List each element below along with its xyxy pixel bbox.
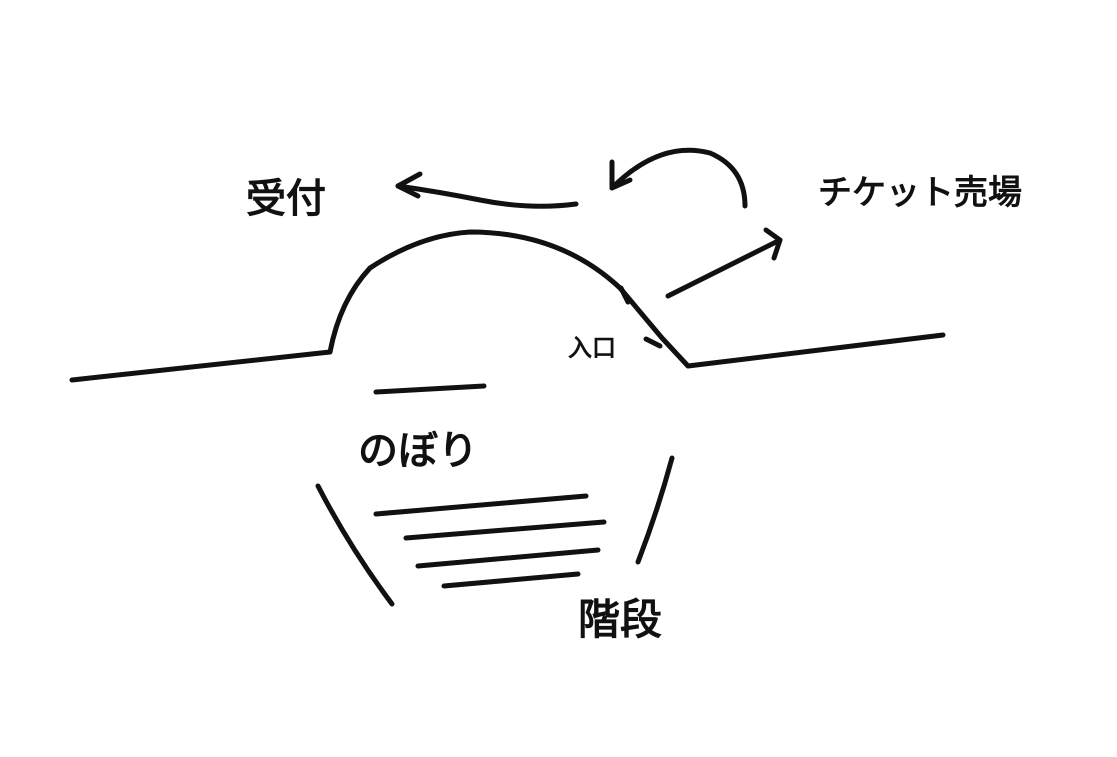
entrance-marker-top <box>618 285 631 305</box>
building-outline <box>69 229 946 383</box>
reception-label: 受付 <box>246 176 326 222</box>
stair-step <box>415 547 601 569</box>
stairs-right-edge <box>635 455 675 565</box>
stair-step <box>441 571 581 589</box>
entrance-marker-bottom <box>643 336 663 349</box>
banner-label: のぼり <box>358 428 478 474</box>
arrow-to-reception <box>395 183 579 209</box>
ticket-booth-label: チケット売場 <box>818 173 1022 213</box>
arrow-to-reception-head <box>395 171 423 199</box>
entrance-label: 入口 <box>568 334 616 362</box>
stair-step <box>403 519 607 541</box>
stair-step <box>373 493 589 517</box>
stairs-label: 階段 <box>578 595 662 644</box>
stairs-left-edge <box>315 483 395 607</box>
banner-line <box>373 383 487 395</box>
arrow-to-ticket-booth-head <box>763 227 783 261</box>
arrow-to-ticket-booth <box>665 237 783 299</box>
curved-arrow-head <box>609 159 633 191</box>
curved-arrow <box>609 147 748 209</box>
